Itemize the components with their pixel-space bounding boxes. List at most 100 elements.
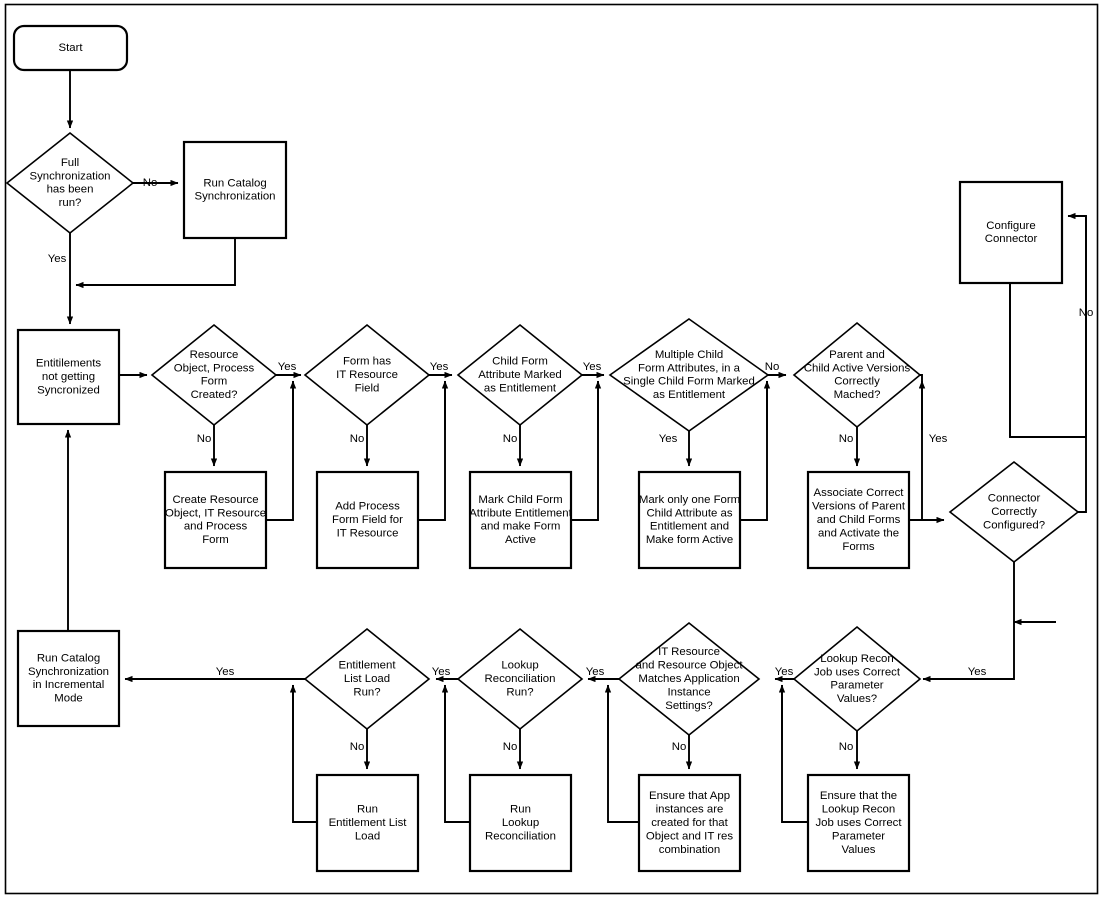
edge-label-connector-yes: Yes <box>968 666 987 678</box>
process-shape <box>315 773 420 873</box>
connector-configure-to-down <box>1009 283 1086 438</box>
edge-label-full-sync-no: No <box>143 177 158 189</box>
edge-label-parent-child-yes: Yes <box>929 433 948 445</box>
decision-shape <box>792 625 922 733</box>
connector-add-to-yes-up <box>418 381 446 521</box>
process-shape <box>315 470 420 570</box>
node-start[interactable]: Start <box>12 24 129 72</box>
edge-label-full-sync-yes: Yes <box>48 253 67 265</box>
process-shape <box>182 140 288 240</box>
connector-markone-to-no-up <box>740 381 768 521</box>
edge-label-it-resource-matches-yes: Yes <box>586 666 605 678</box>
edge-label-form-has-it-resource-no: No <box>350 433 365 445</box>
edge-label-lookup-params-no: No <box>839 741 854 753</box>
process-shape <box>806 470 911 570</box>
connector-runlookup-to-yes-up <box>444 685 470 823</box>
decision-shape <box>792 321 922 429</box>
edge-label-lookup-recon-yes: Yes <box>432 666 451 678</box>
decision-shape <box>608 318 770 432</box>
edge-label-resource-object-yes: Yes <box>278 361 297 373</box>
decision-shape <box>456 323 584 427</box>
process-shape <box>16 328 121 426</box>
decision-shape <box>303 627 431 731</box>
edge-label-form-has-it-resource-yes: Yes <box>430 361 449 373</box>
connectors-layer <box>64 70 1087 823</box>
connector-runcatalog-to-yesline <box>76 238 236 286</box>
connector-runlist-to-yes-up <box>292 685 317 823</box>
decision-shape <box>617 621 761 737</box>
edge-label-it-resource-matches-no: No <box>672 741 687 753</box>
edge-label-child-form-attr-no: No <box>503 433 518 445</box>
edge-label-entitlement-list-no: No <box>350 741 365 753</box>
connector-mark-to-yes-up <box>571 381 599 521</box>
edge-label-child-form-attr-yes: Yes <box>583 361 602 373</box>
decision-shape <box>303 323 431 427</box>
connector-ensureapp-to-yes-up <box>607 685 639 823</box>
connector-connector-no-loop <box>1067 212 1087 513</box>
diagram-frame <box>4 3 1099 895</box>
process-shape <box>637 773 742 873</box>
process-shape <box>16 629 121 728</box>
process-shape <box>468 773 573 873</box>
edge-label-lookup-recon-no: No <box>503 741 518 753</box>
edge-label-lookup-params-yes: Yes <box>775 666 794 678</box>
process-shape <box>806 773 911 873</box>
edge-label-multiple-child-no: No <box>765 361 780 373</box>
connector-create-to-yes-up <box>266 381 294 521</box>
node-label: Start <box>58 42 83 54</box>
edge-label-entitlement-list-yes: Yes <box>216 666 235 678</box>
decision-shape <box>456 627 584 731</box>
edge-label-connector-no: No <box>1079 307 1094 319</box>
process-shape <box>637 470 742 570</box>
decision-shape <box>948 460 1080 564</box>
